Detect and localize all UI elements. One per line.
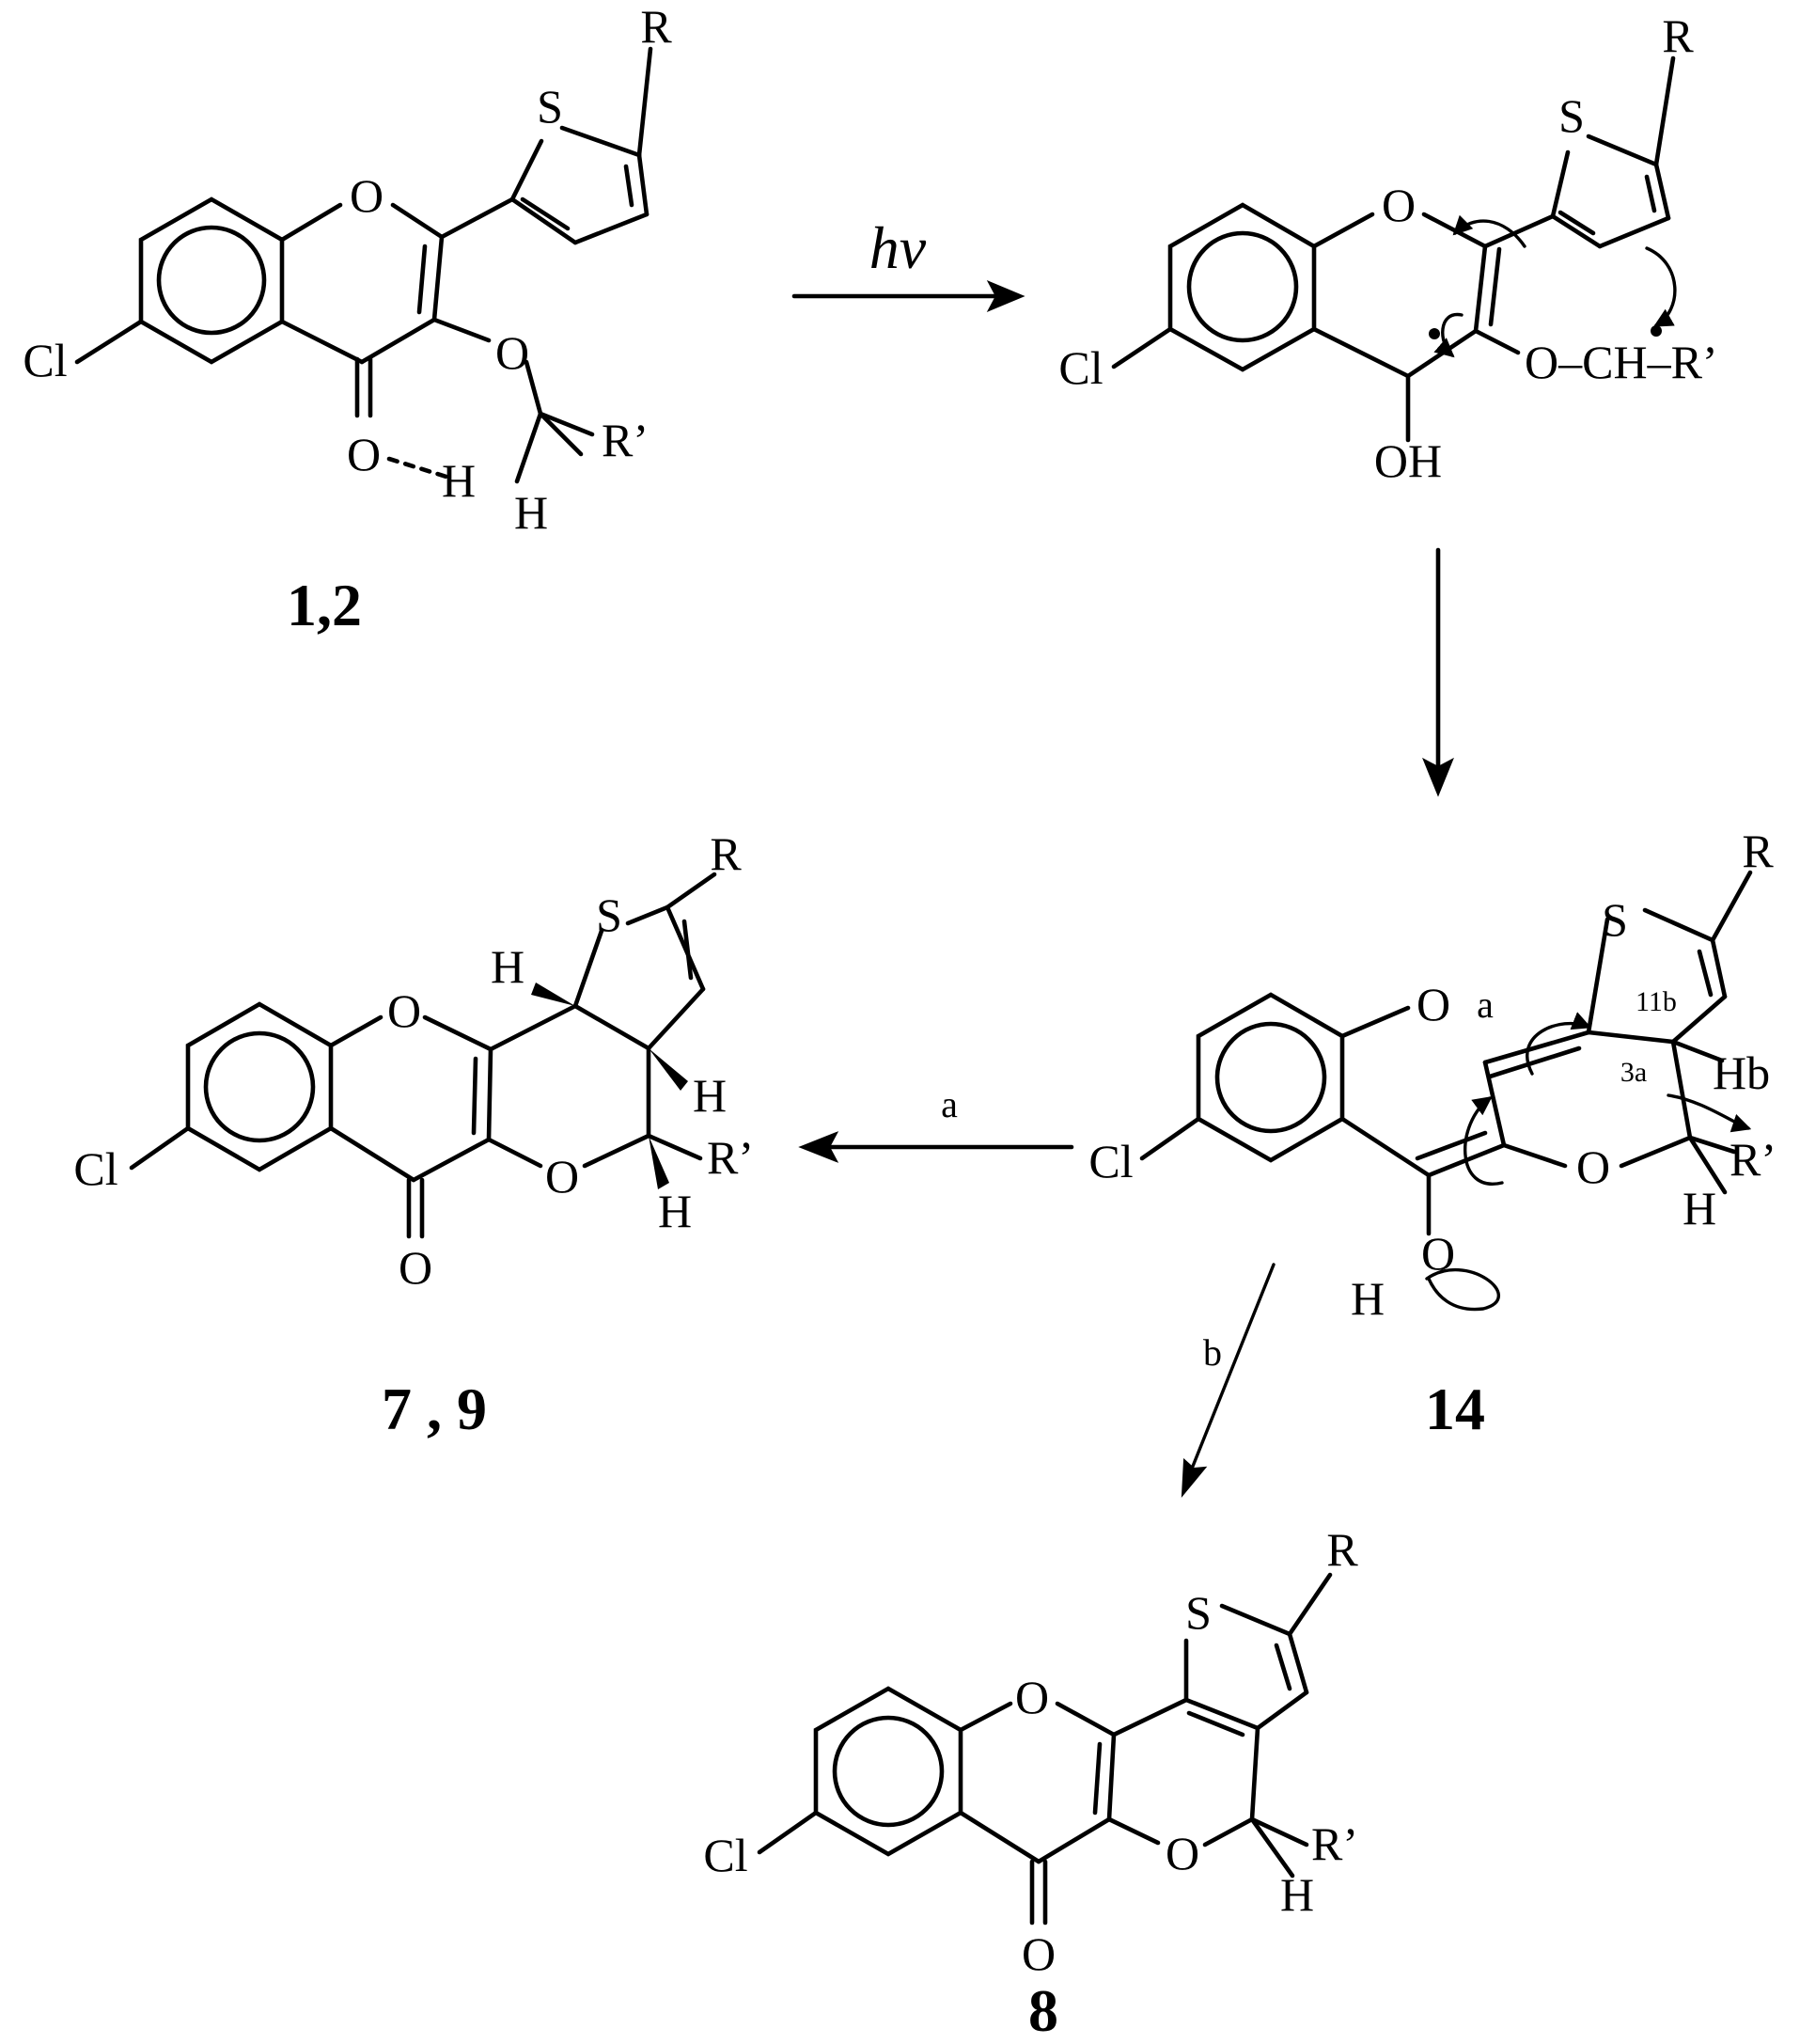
atom-o: O [1015,1671,1049,1723]
atom-o: O [350,169,383,222]
compound-14: O a 11b 3a Cl O Hb R’ H O H S R 14 [1088,825,1777,1442]
compound-7-9: O Cl O O H H R’ H S R 7 , 9 [73,827,754,1442]
position-label-3a: 3a [1620,1057,1647,1088]
atom-o: O [1022,1927,1056,1980]
atom-h: H [1683,1182,1716,1234]
compound-1-2: O Cl O O H H R’ S R 1,2 [23,0,672,638]
compound-8: O Cl O O R’ H S R 8 [703,1523,1358,2044]
atom-s: S [1602,893,1628,946]
path-a-arrow: a [798,1083,1074,1163]
atom-r-prime: R’ [1311,1817,1358,1870]
atom-r: R [1662,9,1694,62]
atom-h: H [693,1069,727,1122]
atom-cl: Cl [23,334,67,386]
atom-o: O [1421,1227,1455,1280]
atom-s: S [1185,1586,1212,1639]
path-b-arrow: b [1181,1263,1276,1498]
atom-o-ch-r-prime: O–CH–R’ [1525,336,1718,388]
atom-s: S [596,888,622,941]
atom-r-prime: R’ [1730,1133,1777,1186]
atom-h: H [658,1185,692,1237]
atom-o: O [1417,978,1450,1030]
position-label-11b: 11b [1636,986,1677,1017]
down-arrow [1422,547,1454,797]
atom-o: O [1166,1827,1199,1879]
atom-s: S [1558,89,1585,142]
compound-number: 7 , 9 [382,1376,487,1442]
atom-r: R [1742,825,1774,877]
atom-r: R [640,0,672,53]
atom-h: H [514,486,548,539]
compound-number: 8 [1028,1977,1058,2044]
atom-cl: Cl [1088,1135,1133,1187]
atom-o: O [399,1241,432,1294]
atom-r: R [710,827,742,880]
atom-s: S [537,80,563,133]
atom-h: H [1280,1868,1314,1921]
ring-label-a: a [1477,983,1494,1026]
atom-o: O [1382,179,1416,231]
atom-r-prime: R’ [707,1131,754,1184]
atom-o: O [347,428,381,480]
atom-oh: OH [1374,434,1442,487]
compound-number: 1,2 [287,572,362,638]
atom-h: H [491,940,524,993]
hv-arrow: hv [791,214,1025,312]
atom-h: H [1351,1272,1385,1325]
atom-h: H [442,454,476,507]
arrow-label-a: a [941,1083,958,1125]
compound-number: 14 [1425,1376,1485,1442]
atom-o: O [387,984,421,1037]
atom-o: O [1576,1140,1610,1193]
diradical-intermediate: O Cl OH O–CH–R’ S R [1058,9,1717,487]
atom-r-prime: R’ [602,414,649,466]
atom-r: R [1326,1523,1358,1576]
atom-cl: Cl [73,1142,117,1195]
atom-o: O [495,326,529,379]
arrow-condition: hv [869,214,927,281]
atom-cl: Cl [1058,341,1103,394]
atom-o: O [545,1150,579,1203]
arrow-label-b: b [1203,1331,1222,1374]
atom-cl: Cl [703,1829,747,1881]
atom-hb: Hb [1713,1046,1770,1099]
